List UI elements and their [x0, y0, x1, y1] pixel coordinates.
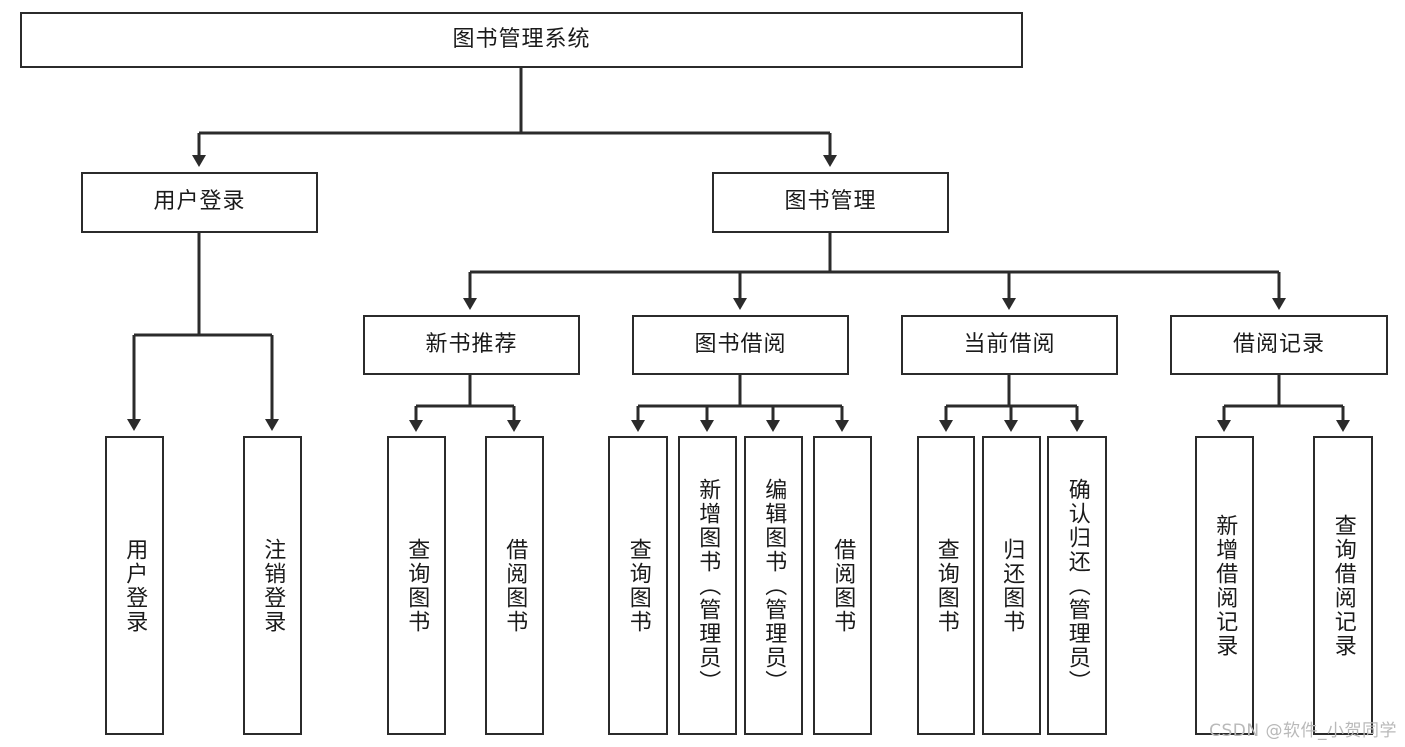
- leaf-add-book-admin[interactable]: 新增图书（管理员）: [678, 436, 737, 735]
- node-book-management[interactable]: 图书管理: [712, 172, 949, 233]
- leaf-label: 借阅图书: [830, 537, 856, 634]
- leaf-label: 查询图书: [404, 537, 430, 634]
- leaf-confirm-return-admin[interactable]: 确认归还（管理员）: [1047, 436, 1107, 735]
- leaf-label: 归还图书: [999, 537, 1025, 634]
- leaf-add-borrow-record[interactable]: 新增借阅记录: [1195, 436, 1254, 735]
- leaf-user-login[interactable]: 用户登录: [105, 436, 164, 735]
- leaf-label: 用户登录: [122, 537, 148, 634]
- leaf-label: 新增图书（管理员）: [695, 477, 721, 694]
- leaf-borrow-book-new[interactable]: 借阅图书: [485, 436, 544, 735]
- node-current-borrow[interactable]: 当前借阅: [901, 315, 1118, 375]
- leaf-query-book-new[interactable]: 查询图书: [387, 436, 446, 735]
- leaf-label: 确认归还（管理员）: [1064, 477, 1090, 694]
- leaf-label: 注销登录: [260, 537, 286, 634]
- leaf-label: 借阅图书: [502, 537, 528, 634]
- leaf-edit-book-admin[interactable]: 编辑图书（管理员）: [744, 436, 803, 735]
- node-borrow-records[interactable]: 借阅记录: [1170, 315, 1388, 375]
- leaf-query-borrow-record[interactable]: 查询借阅记录: [1313, 436, 1373, 735]
- leaf-query-book-borrow[interactable]: 查询图书: [608, 436, 668, 735]
- leaf-label: 编辑图书（管理员）: [761, 477, 787, 694]
- leaf-label: 查询图书: [933, 537, 959, 634]
- leaf-logout[interactable]: 注销登录: [243, 436, 302, 735]
- leaf-query-book-current[interactable]: 查询图书: [917, 436, 975, 735]
- leaf-return-book[interactable]: 归还图书: [982, 436, 1041, 735]
- node-user-login[interactable]: 用户登录: [81, 172, 318, 233]
- node-new-book-recommend[interactable]: 新书推荐: [363, 315, 580, 375]
- leaf-borrow-book[interactable]: 借阅图书: [813, 436, 872, 735]
- leaf-label: 查询图书: [625, 537, 651, 634]
- leaf-label: 查询借阅记录: [1330, 513, 1356, 658]
- node-root[interactable]: 图书管理系统: [20, 12, 1023, 68]
- leaf-label: 新增借阅记录: [1212, 513, 1238, 658]
- node-book-borrow[interactable]: 图书借阅: [632, 315, 849, 375]
